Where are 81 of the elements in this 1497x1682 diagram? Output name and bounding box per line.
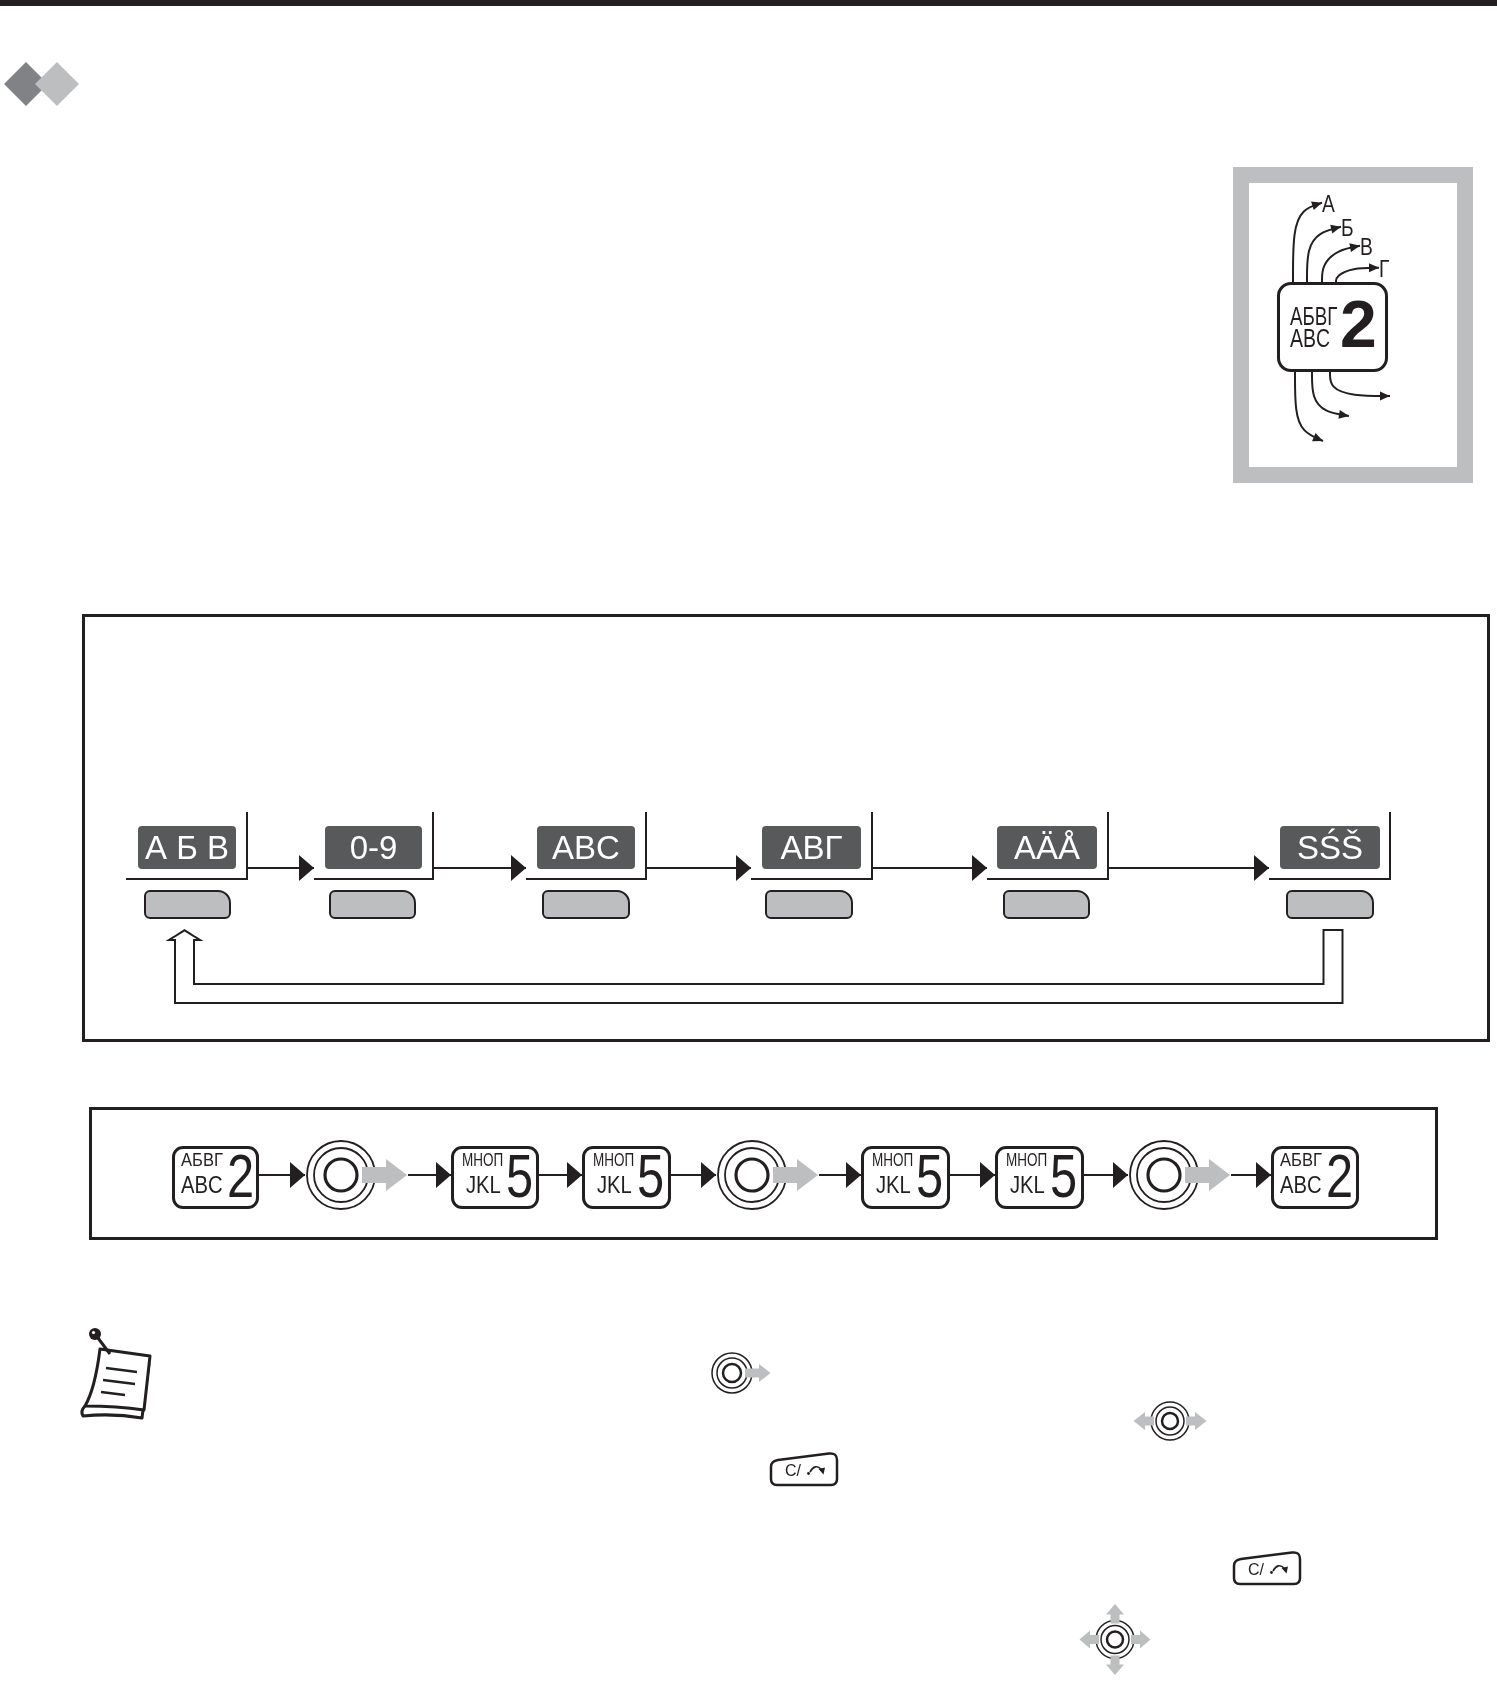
soft-key: [329, 890, 416, 919]
key-digit: 2: [227, 1150, 255, 1203]
arrow: [1306, 224, 1342, 283]
arrow: [1292, 201, 1323, 283]
key-digit: 5: [916, 1150, 944, 1203]
key-letters: АБВГ: [1290, 305, 1338, 327]
soft-key: [1003, 890, 1090, 919]
dial-key: [861, 1146, 950, 1209]
soft-key: [1286, 890, 1374, 919]
key-letters: ABC: [1280, 1175, 1322, 1196]
mode-label: SŚŠ: [1280, 826, 1380, 869]
dial-key: [1271, 1146, 1359, 1209]
key-letters: JKL: [597, 1175, 632, 1196]
arrow: [247, 855, 315, 881]
arrow: [538, 1162, 583, 1188]
dial-key: [451, 1146, 539, 1209]
letter-label: Г: [1379, 257, 1390, 281]
arrow: [407, 1162, 452, 1188]
key-letters: МНОП: [462, 1153, 504, 1169]
arrow: [670, 1162, 717, 1188]
key-digit: 5: [506, 1150, 534, 1203]
arrow: [1335, 263, 1380, 283]
dial-key: [995, 1146, 1084, 1209]
key-label: C/: [785, 1463, 801, 1479]
display-bracket: [1269, 812, 1391, 880]
dial-key: [1277, 282, 1388, 372]
arrow: [1311, 371, 1350, 419]
arrow: [1321, 243, 1361, 283]
arrow: [433, 855, 527, 881]
key-letters: ABC: [1290, 326, 1331, 349]
key-letters: ABC: [181, 1175, 223, 1196]
soft-key: [765, 890, 853, 919]
key-digit: 2: [1340, 296, 1377, 353]
arrow: [646, 855, 752, 881]
soft-key: [542, 890, 630, 919]
mode-label: 0-9: [325, 826, 422, 869]
clear-key: [1231, 1550, 1303, 1586]
return-arrow: [165, 929, 1344, 1004]
arrow: [872, 855, 988, 881]
panel-frame: [82, 614, 1490, 1042]
arrow: [1083, 1162, 1129, 1188]
key-digit: 5: [637, 1150, 665, 1203]
ring-arrow-icon: [716, 1138, 819, 1212]
key-digit: 5: [1050, 1150, 1078, 1203]
arrow: [1108, 855, 1270, 881]
ring-arrow-icon: [305, 1138, 408, 1212]
dial-key: [172, 1146, 259, 1209]
key-letters: JKL: [466, 1175, 501, 1196]
key-letters: МНОП: [1006, 1153, 1048, 1169]
key-letters: МНОП: [593, 1153, 635, 1169]
arrow: [1294, 371, 1324, 442]
key-letters: JKL: [1010, 1175, 1045, 1196]
key-letters: АБВГ: [1280, 1153, 1322, 1169]
display-bracket: [987, 812, 1109, 880]
arrow: [258, 1162, 306, 1188]
mode-label: AÄÅ: [997, 826, 1097, 869]
letter-label: Б: [1341, 216, 1354, 240]
letter-label: В: [1360, 235, 1373, 259]
arrow: [818, 1162, 862, 1188]
mode-label: ABC: [537, 826, 635, 869]
key-letters: JKL: [876, 1175, 911, 1196]
arrow: [1329, 371, 1391, 401]
display-bracket: [126, 812, 248, 880]
ring-arrow-icon: [1128, 1138, 1231, 1212]
panel-frame: [89, 1107, 1438, 1240]
key-letters: МНОП: [872, 1153, 914, 1169]
arrow: [949, 1162, 996, 1188]
mode-label: А Б В: [138, 826, 236, 869]
key-digit: 2: [1326, 1150, 1354, 1203]
mode-label: ΑΒΓ: [762, 826, 861, 869]
arrow: [1230, 1162, 1272, 1188]
clear-key: [768, 1451, 840, 1487]
display-bracket: [526, 812, 647, 880]
letter-label: А: [1322, 192, 1335, 216]
dial-key: [582, 1146, 671, 1209]
key-label: C/: [1248, 1562, 1264, 1578]
illustration-frame: [1233, 167, 1473, 483]
display-bracket: [751, 812, 873, 880]
display-bracket: [314, 812, 434, 880]
key-letters: АБВГ: [181, 1153, 223, 1169]
soft-key: [144, 890, 231, 919]
